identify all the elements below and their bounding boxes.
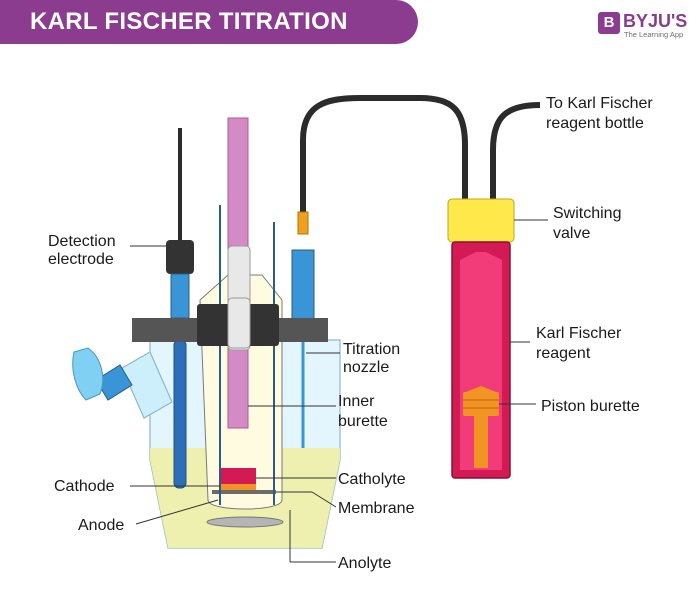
- label-cathode: Cathode: [54, 478, 115, 495]
- switching-valve-shape: [447, 198, 515, 243]
- label-to-reagent-line2: reagent bottle: [546, 115, 644, 132]
- label-inner-line1: Inner: [338, 393, 375, 410]
- catholyte-base: [220, 484, 256, 490]
- label-inner-line2: burette: [338, 413, 388, 430]
- byjus-logo: B BYJU'S The Learning App: [598, 11, 698, 40]
- lid-stopper: [227, 297, 251, 349]
- piston-head: [466, 386, 496, 392]
- title-banner: KARL FISCHER TITRATION: [0, 0, 418, 44]
- label-kf-reagent-line1: Karl Fischer: [536, 325, 622, 342]
- piston-rod: [474, 416, 488, 468]
- catholyte-band: [220, 468, 256, 484]
- label-detection-line1: Detection: [48, 233, 116, 250]
- leader-anode: [135, 499, 219, 525]
- label-titration-line2: nozzle: [343, 359, 389, 376]
- leader-lines: [130, 219, 548, 563]
- logo-tagline: The Learning App: [624, 30, 684, 39]
- detection-electrode-cap: [166, 240, 194, 274]
- side-stopper: [72, 347, 104, 401]
- label-kf-reagent-line2: reagent: [536, 345, 591, 362]
- label-switching-line1: Switching: [553, 205, 621, 222]
- label-anode: Anode: [78, 517, 124, 534]
- piston-rings: [463, 392, 499, 416]
- logo-mark: B: [598, 12, 620, 34]
- label-titration-line1: Titration: [343, 341, 400, 358]
- stirrer-bar: [206, 516, 284, 528]
- tube-right: [490, 102, 541, 200]
- leader-membrane-2: [311, 491, 337, 508]
- side-arm: [121, 351, 173, 419]
- membrane-bar: [212, 490, 276, 494]
- label-piston-burette: Piston burette: [541, 398, 640, 415]
- detection-electrode-stem: [173, 339, 187, 489]
- label-membrane: Membrane: [338, 500, 415, 517]
- label-switching-line2: valve: [553, 225, 590, 242]
- label-to-reagent-line1: To Karl Fischer: [546, 95, 653, 112]
- label-detection-line2: electrode: [48, 251, 114, 268]
- label-catholyte: Catholyte: [338, 471, 406, 488]
- nozzle-body: [291, 249, 315, 321]
- logo-name: BYJU'S: [623, 11, 688, 31]
- page-title: KARL FISCHER TITRATION: [30, 8, 348, 35]
- detection-electrode-body: [170, 273, 190, 319]
- side-port-tube: [95, 364, 133, 401]
- tube-left: [300, 95, 468, 214]
- label-anolyte: Anolyte: [338, 555, 391, 572]
- nozzle-connector: [297, 211, 309, 235]
